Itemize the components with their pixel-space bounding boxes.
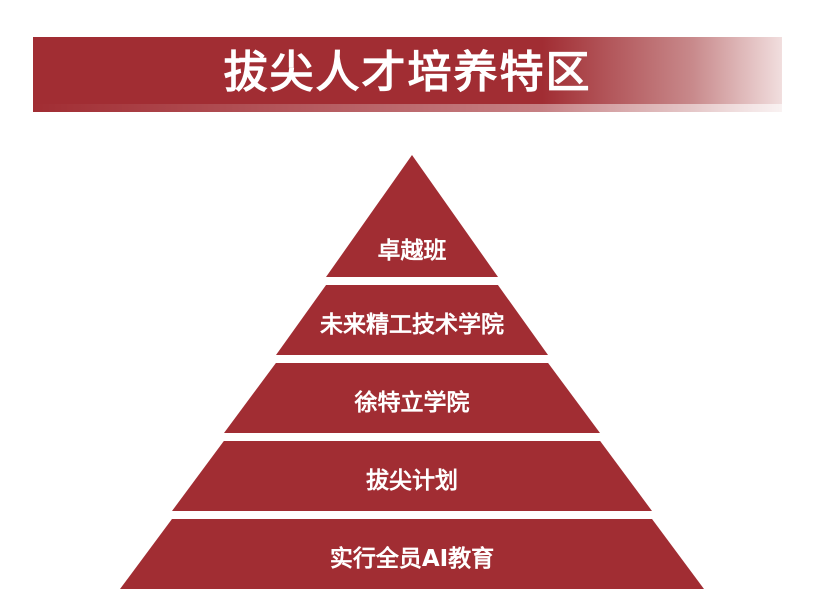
pyramid-tier-4: 拔尖计划 [172, 441, 652, 511]
tier-label-xu-teli-college: 徐特立学院 [354, 390, 470, 416]
tier-label-ai-education: 实行全员AI教育 [329, 546, 495, 572]
tier-label-future-tech-institute: 未来精工技术学院 [320, 312, 504, 338]
page-title: 拔尖人才培养特区 [223, 47, 592, 98]
tier-label-top-talent-plan: 拔尖计划 [366, 468, 458, 494]
pyramid-tier-3: 徐特立学院 [224, 363, 600, 433]
pyramid-tier-1: 卓越班 [326, 155, 498, 277]
title-banner: 拔尖人才培养特区 [33, 37, 782, 112]
pyramid-tier-5: 实行全员AI教育 [120, 519, 704, 589]
tier-label-excellence-class: 卓越班 [377, 238, 447, 264]
pyramid-tier-2: 未来精工技术学院 [276, 285, 548, 355]
